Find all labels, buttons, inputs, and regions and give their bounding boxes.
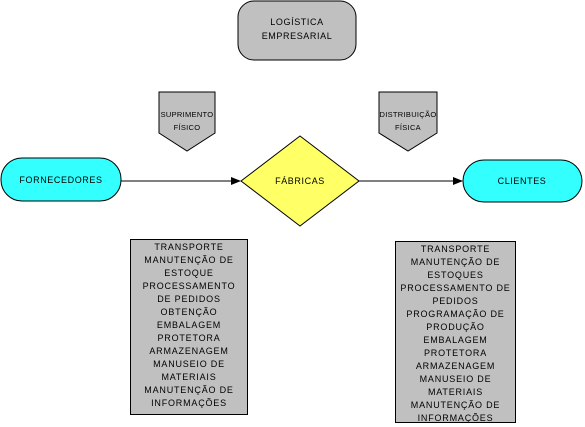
- factories-node: FÁBRICAS: [240, 135, 360, 227]
- distribution-task-item: INFORMAÇÕES: [417, 413, 494, 423]
- factories-shape: [240, 135, 360, 227]
- distribution-tasks-box: TRANSPORTE MANUTENÇÃO DE ESTOQUES PROCES…: [395, 241, 516, 423]
- distribution-flow-node: DISTRIBUIÇÃO FÍSICA: [378, 91, 438, 152]
- title-line-2: EMPRESARIAL: [262, 31, 333, 41]
- supply-task-item: MANUSEIO DE: [153, 359, 225, 369]
- suppliers-shape: [0, 157, 122, 202]
- distribution-task-item: MANUTENÇÃO DE: [410, 257, 501, 267]
- distribution-task-item: ESTOQUES: [427, 270, 484, 280]
- supply-task-item: MATERIAIS: [161, 372, 217, 382]
- distribution-flow-line-1: DISTRIBUIÇÃO: [380, 110, 437, 119]
- supply-task-item: TRANSPORTE: [154, 242, 224, 252]
- clients-label: CLIENTES: [498, 176, 547, 186]
- distribution-task-item: MANUTENÇÃO DE: [410, 400, 501, 410]
- supply-task-item: MANUTENÇÃO DE: [144, 385, 234, 395]
- supply-task-item: OBTENÇÃO: [160, 307, 218, 317]
- factories-label: FÁBRICAS: [275, 176, 325, 186]
- title-node: LOGÍSTICA EMPRESARIAL: [237, 0, 357, 61]
- supply-task-item: INFORMAÇÕES: [151, 398, 227, 408]
- clients-shape: [462, 159, 583, 203]
- supply-flow-node: SUPRIMENTO FÍSICO: [158, 91, 216, 152]
- distribution-task-item: MATERIAIS: [427, 387, 484, 397]
- supply-task-item: MANUTENÇÃO DE: [144, 255, 234, 265]
- distribution-task-item: EMBALAGEM: [423, 335, 488, 345]
- supply-task-item: ESTOQUE: [164, 268, 214, 278]
- distribution-task-item: PRODUÇÃO: [426, 322, 485, 332]
- distribution-task-item: PEDIDOS: [432, 296, 479, 306]
- title-line-1: LOGÍSTICA: [270, 17, 323, 27]
- distribution-task-item: PROTETORA: [423, 348, 488, 358]
- distribution-flow-shape: [378, 91, 438, 152]
- supply-tasks-box: TRANSPORTE MANUTENÇÃO DE ESTOQUE PROCESS…: [130, 239, 248, 415]
- distribution-task-item: PROCESSAMENTO DE: [400, 283, 511, 293]
- suppliers-node: FORNECEDORES: [0, 157, 122, 202]
- distribution-task-item: TRANSPORTE: [420, 244, 491, 254]
- clients-node: CLIENTES: [462, 159, 583, 203]
- supply-task-item: PROCESSAMENTO: [142, 281, 236, 291]
- distribution-task-item: ARMAZENAGEM: [415, 361, 496, 371]
- supply-flow-line-2: FÍSICO: [174, 123, 201, 132]
- supply-task-item: ARMAZENAGEM: [149, 346, 229, 356]
- title-shape: [237, 0, 357, 61]
- distribution-flow-line-2: FÍSICA: [395, 123, 421, 132]
- supply-task-item: PROTETORA: [157, 333, 221, 343]
- supply-task-item: EMBALAGEM: [156, 320, 222, 330]
- supply-flow-shape: [158, 91, 216, 152]
- supply-task-item: DE PEDIDOS: [157, 294, 221, 304]
- suppliers-label: FORNECEDORES: [19, 175, 102, 185]
- supply-flow-line-1: SUPRIMENTO: [161, 110, 214, 119]
- distribution-task-item: PROGRAMAÇÃO DE: [406, 309, 505, 319]
- distribution-task-item: MANUSEIO DE: [419, 374, 492, 384]
